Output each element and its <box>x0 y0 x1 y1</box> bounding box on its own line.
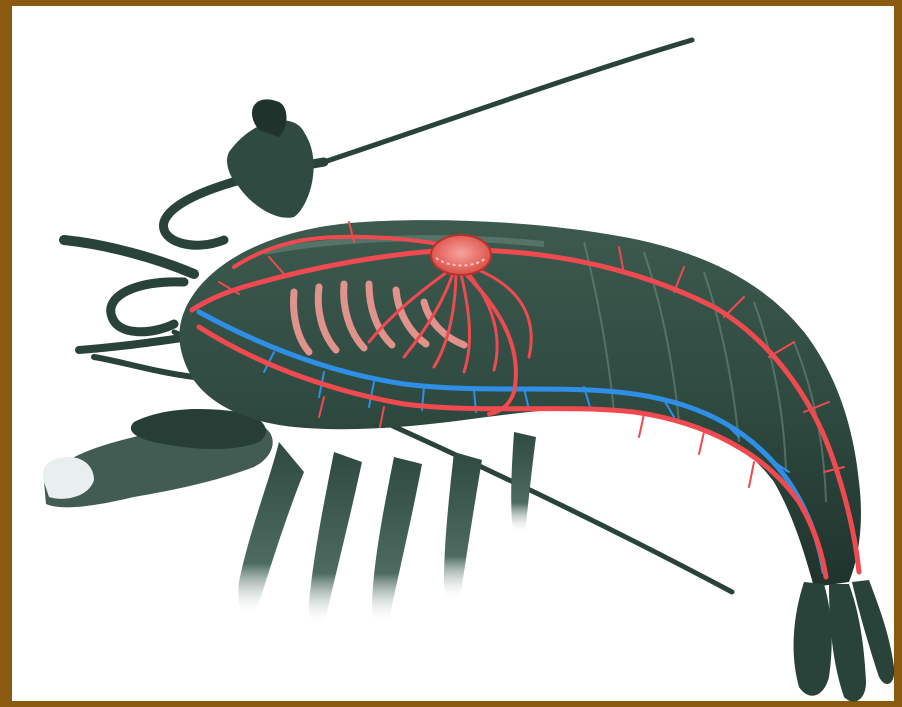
antennule-2 <box>79 337 189 350</box>
leg-4 <box>444 452 482 601</box>
heart <box>431 235 491 275</box>
leg-3 <box>372 457 422 623</box>
leg-5 <box>511 432 536 534</box>
curled-antenna-left <box>111 282 184 332</box>
tail-fan <box>794 580 895 702</box>
claws <box>43 409 273 507</box>
crayfish-circulatory-illustration <box>24 12 902 707</box>
leg-2 <box>309 452 362 625</box>
long-antenna-upper <box>324 40 692 162</box>
diagram-canvas <box>24 12 902 707</box>
antennule-3 <box>94 357 194 377</box>
walking-legs <box>238 432 536 625</box>
uropod-1 <box>794 582 832 696</box>
head-appendages <box>227 99 314 217</box>
